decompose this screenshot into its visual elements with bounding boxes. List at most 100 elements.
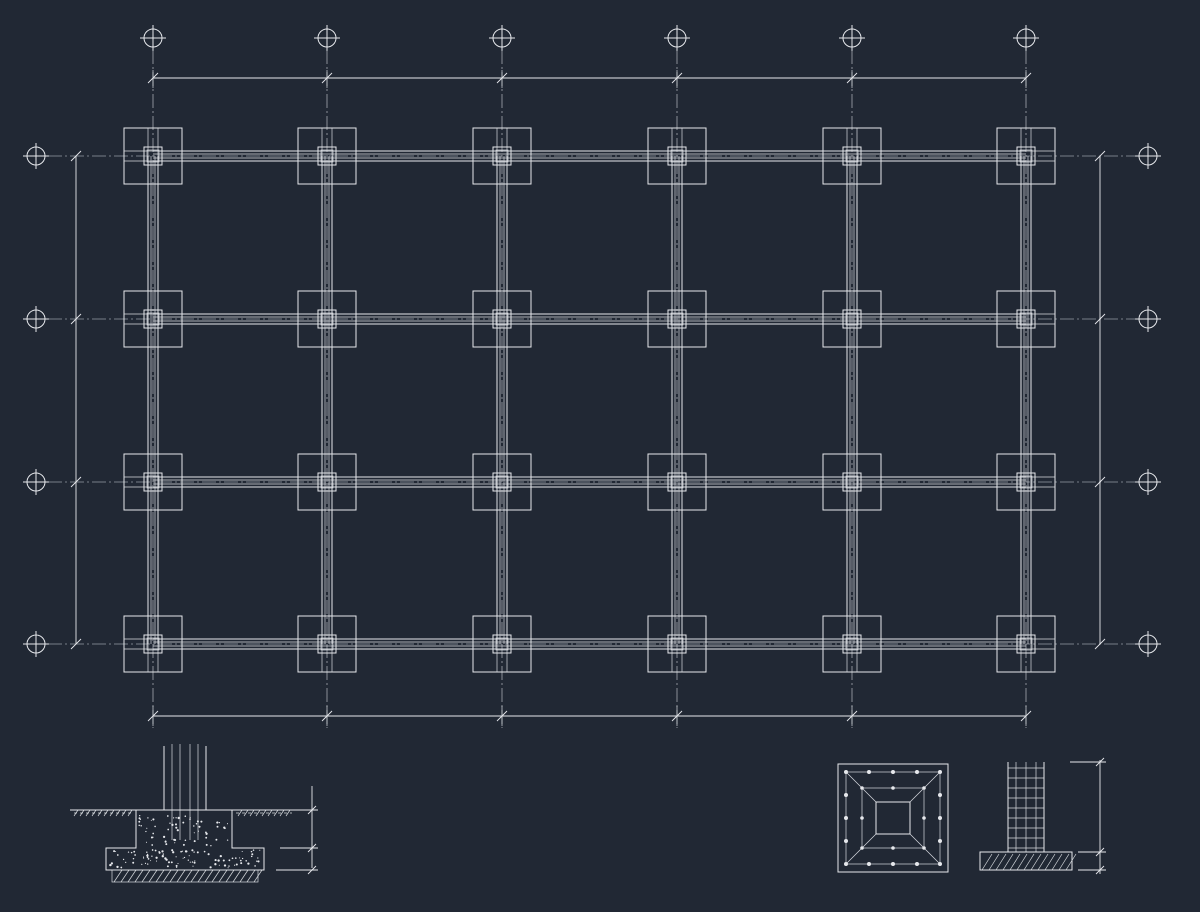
column-footing: [647, 453, 707, 511]
column-footing: [996, 615, 1056, 673]
footing-pad: [123, 615, 183, 673]
dimension-tick: [70, 150, 82, 162]
footing-plan-detail: [837, 763, 949, 873]
axis-bubble: [23, 143, 49, 169]
footing-pad: [996, 127, 1056, 185]
column: [492, 309, 512, 329]
footing-pad: [123, 453, 183, 511]
footing-pad: [297, 127, 357, 185]
column: [492, 146, 512, 166]
column: [842, 309, 862, 329]
footing-pad: [472, 290, 532, 348]
footing-pad: [822, 127, 882, 185]
column-footing: [297, 615, 357, 673]
dimension-tick: [70, 313, 82, 325]
column-footing: [123, 453, 183, 511]
column-footing: [297, 453, 357, 511]
column: [1016, 472, 1036, 492]
axis-bubbles: [23, 25, 1161, 657]
column-footing: [822, 290, 882, 348]
column-footing: [822, 453, 882, 511]
column: [317, 472, 337, 492]
footing-pad: [822, 615, 882, 673]
axis-bubble: [23, 631, 49, 657]
axis-bubble: [23, 306, 49, 332]
footing-section-detail: [70, 744, 318, 883]
column: [143, 146, 163, 166]
column-footing: [123, 127, 183, 185]
column: [842, 634, 862, 654]
dimension-tick: [1094, 313, 1106, 325]
axis-bubble: [1135, 469, 1161, 495]
column: [1016, 309, 1036, 329]
column: [492, 634, 512, 654]
axis-bubble: [1135, 306, 1161, 332]
column: [143, 634, 163, 654]
footing-pad: [822, 290, 882, 348]
column: [667, 472, 687, 492]
column-footing: [647, 290, 707, 348]
foundation-beams: [147, 150, 1032, 650]
column-footing: [123, 290, 183, 348]
dimension-lines: [48, 50, 1136, 728]
column: [667, 146, 687, 166]
axis-bubble: [839, 25, 865, 51]
footing-pad: [297, 290, 357, 348]
footing-pad: [123, 290, 183, 348]
axis-bubble: [489, 25, 515, 51]
column-footing: [297, 290, 357, 348]
axis-bubble: [1135, 143, 1161, 169]
column-footings: [123, 127, 1056, 673]
column: [1016, 634, 1036, 654]
column-footing: [472, 615, 532, 673]
axis-bubble: [1135, 631, 1161, 657]
column: [667, 309, 687, 329]
footing-pad: [472, 127, 532, 185]
column: [1016, 146, 1036, 166]
column-footing: [472, 127, 532, 185]
column: [317, 634, 337, 654]
axis-bubble: [140, 25, 166, 51]
column-footing: [123, 615, 183, 673]
column-footing: [996, 290, 1056, 348]
axis-bubble: [23, 469, 49, 495]
column-footing: [822, 615, 882, 673]
column: [143, 472, 163, 492]
column-footing: [472, 453, 532, 511]
axis-bubble: [314, 25, 340, 51]
column: [667, 634, 687, 654]
axis-bubble: [664, 25, 690, 51]
dimension-tick: [1094, 150, 1106, 162]
footing-pad: [472, 453, 532, 511]
column-footing: [472, 290, 532, 348]
column-footing: [822, 127, 882, 185]
footing-pad: [647, 453, 707, 511]
column: [492, 472, 512, 492]
dimension-tick: [1094, 638, 1106, 650]
column-footing: [647, 127, 707, 185]
footing-pad: [647, 127, 707, 185]
footing-pad: [996, 615, 1056, 673]
axis-bubble: [1013, 25, 1039, 51]
footing-pad: [647, 615, 707, 673]
column: [143, 309, 163, 329]
column: [842, 146, 862, 166]
column: [317, 146, 337, 166]
footing-pad: [647, 290, 707, 348]
column: [317, 309, 337, 329]
footing-pad: [472, 615, 532, 673]
column-footing: [996, 127, 1056, 185]
footing-pad: [297, 615, 357, 673]
dimension-tick: [70, 638, 82, 650]
column-footing: [297, 127, 357, 185]
column-footing: [647, 615, 707, 673]
column: [842, 472, 862, 492]
footing-pad: [297, 453, 357, 511]
footing-pad: [996, 290, 1056, 348]
column-footing: [996, 453, 1056, 511]
column-elevation-detail: [979, 757, 1106, 875]
footing-pad: [123, 127, 183, 185]
dimension-tick: [70, 476, 82, 488]
footing-pad: [822, 453, 882, 511]
